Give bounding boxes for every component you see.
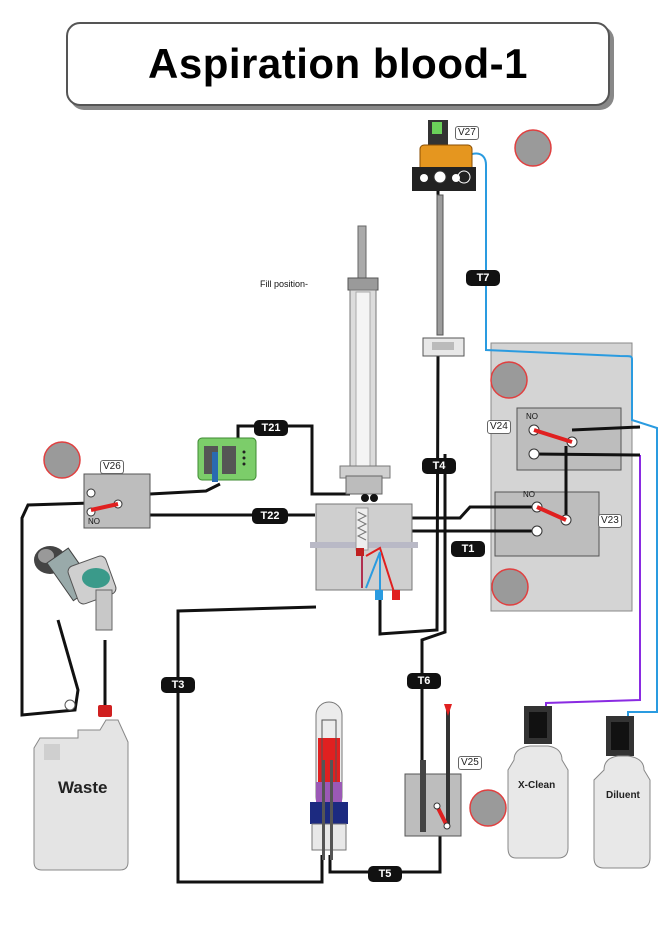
valve-v24-ports [528, 424, 578, 460]
tube-t6-path [420, 454, 447, 830]
tube-v24-right-1 [571, 425, 641, 432]
tube-tag-t4: T4 [422, 458, 456, 474]
valve-label-v24: V24 [487, 420, 511, 434]
xclean-bottle [507, 706, 569, 859]
valve-v23-ports [531, 501, 572, 537]
indicator-v25 [469, 789, 507, 827]
green-valve-block [197, 437, 257, 482]
page-title: Aspiration blood-1 [148, 40, 528, 87]
indicator-v27 [514, 129, 552, 167]
syringe-v27 [422, 194, 465, 357]
tube-tag-t5: T5 [368, 866, 402, 882]
waste-label: Waste [58, 778, 108, 797]
tube-tag-t7: T7 [466, 270, 500, 286]
valve-label-v25: V25 [458, 756, 482, 770]
tube-tag-t22: T22 [252, 508, 288, 524]
port-label-no-v24: NO [526, 412, 538, 421]
port-label-no-v26: NO [88, 517, 100, 526]
blue-line [458, 152, 658, 720]
tube-t4-path [378, 354, 440, 636]
measuring-chamber [310, 503, 418, 600]
tube-tag-t1: T1 [451, 541, 485, 557]
waste-bottle [33, 699, 129, 871]
tube-v26-upper [149, 482, 221, 496]
tube-tag-t3: T3 [161, 677, 195, 693]
indicator-v24 [490, 361, 528, 399]
valve-v25 [404, 704, 462, 837]
tube-t3-path [176, 605, 324, 884]
diluent-label: Diluent [606, 790, 640, 801]
blood-sample-tube [310, 701, 348, 860]
title-box: Aspiration blood-1 [66, 22, 610, 106]
valve-label-v26: V26 [100, 460, 124, 474]
valve-v23-body [494, 491, 600, 557]
main-syringe [339, 225, 391, 502]
valve-label-v27: V27 [455, 126, 479, 140]
tube-v24-right-2 [533, 452, 641, 457]
valve-v27 [412, 120, 476, 191]
indicator-v26 [43, 441, 81, 479]
tube-tag-t21: T21 [254, 420, 288, 436]
diluent-bottle [593, 716, 651, 869]
tube-tag-t6: T6 [407, 673, 441, 689]
tube-v26-left [20, 501, 92, 717]
peristaltic-pump [34, 546, 117, 631]
valve-label-v23: V23 [598, 514, 622, 528]
port-label-no-v23: NO [523, 490, 535, 499]
indicator-v23 [491, 568, 529, 606]
xclean-label: X-Clean [518, 780, 556, 791]
fill-position-label: Fill position- [260, 279, 309, 289]
valve-v26 [83, 473, 151, 529]
tube-t21-path [236, 424, 350, 496]
tube-t1-upper [412, 505, 537, 520]
